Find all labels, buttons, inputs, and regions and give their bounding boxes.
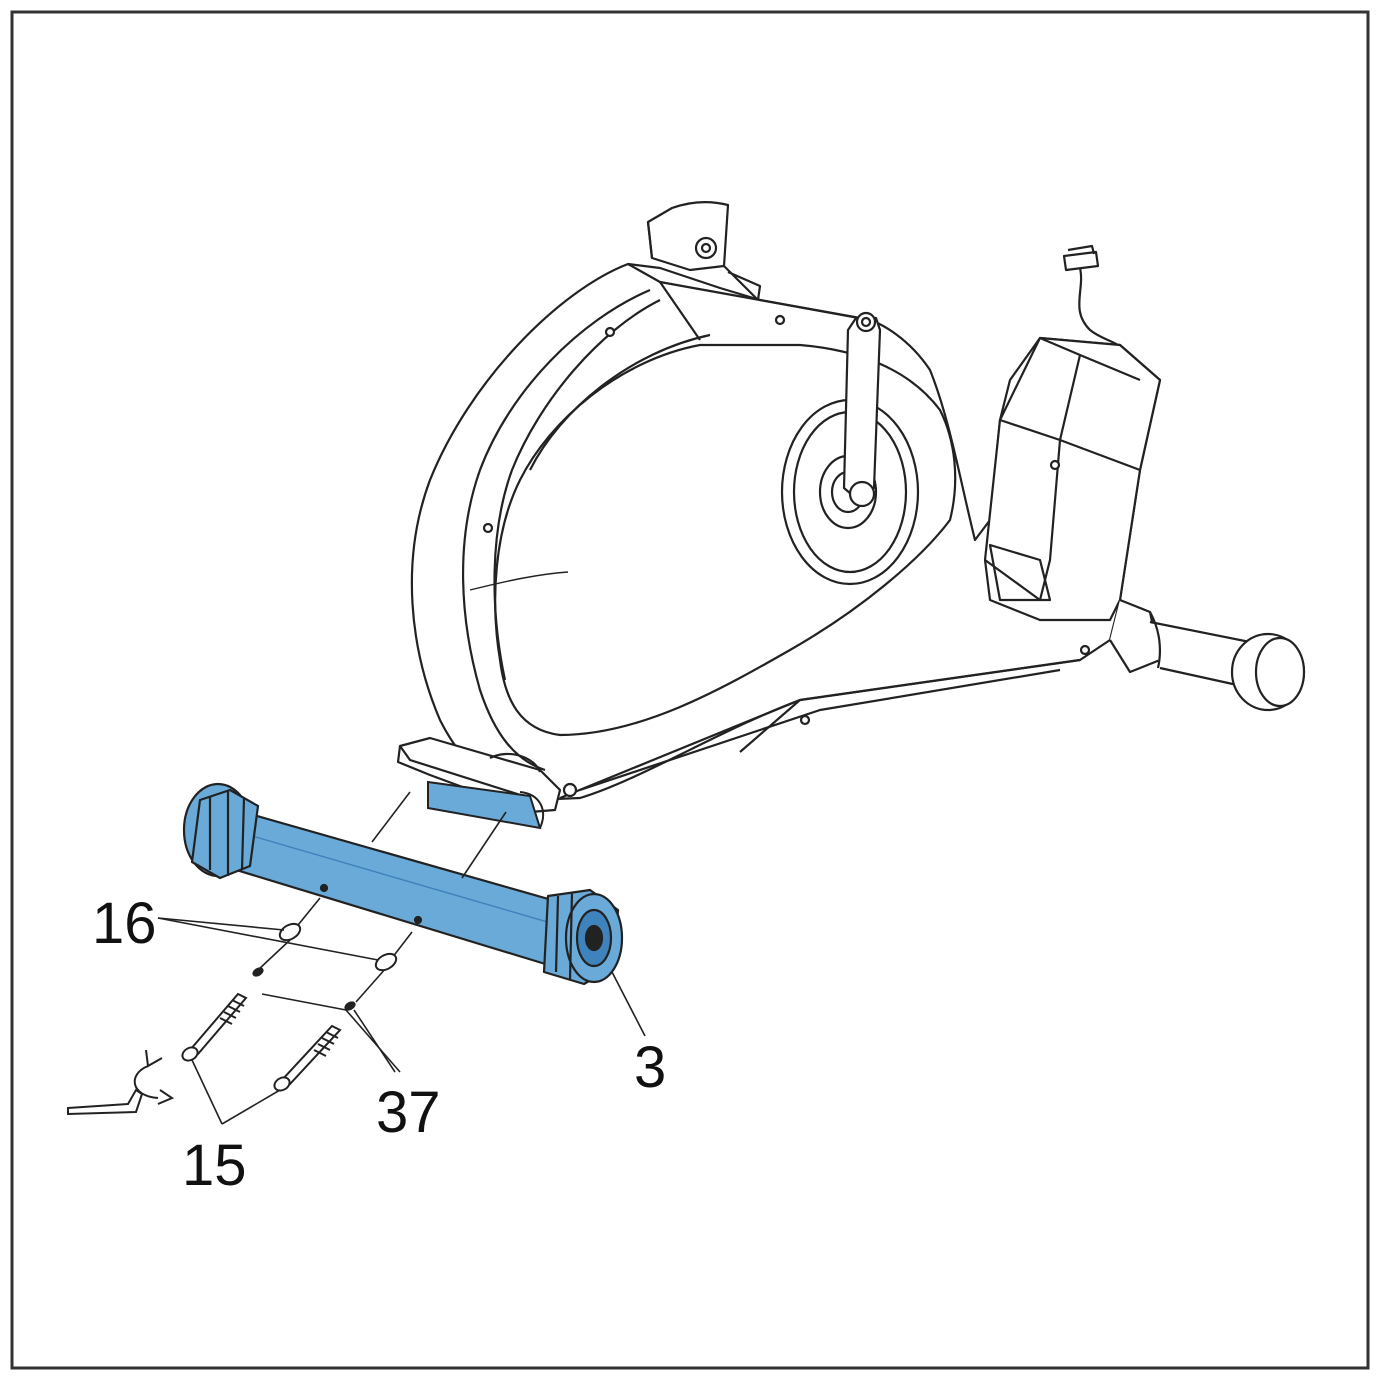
- page-frame: [10, 10, 1370, 1370]
- front-stabilizer: [182, 782, 624, 986]
- assembly-guides: [257, 791, 507, 1003]
- callout-part-16: 16: [92, 891, 157, 956]
- bolts: [181, 992, 342, 1092]
- rotate-arrow-icon: [133, 1049, 175, 1105]
- washers: [278, 922, 398, 972]
- callout-part-15: 15: [182, 1133, 247, 1198]
- leader-lines: [157, 917, 646, 1125]
- bike-frame: [396, 201, 1306, 814]
- callout-part-37: 37: [376, 1080, 441, 1145]
- spring-washers: [252, 967, 356, 1011]
- callout-part-3: 3: [634, 1035, 667, 1100]
- allen-key-icon: [67, 1088, 144, 1116]
